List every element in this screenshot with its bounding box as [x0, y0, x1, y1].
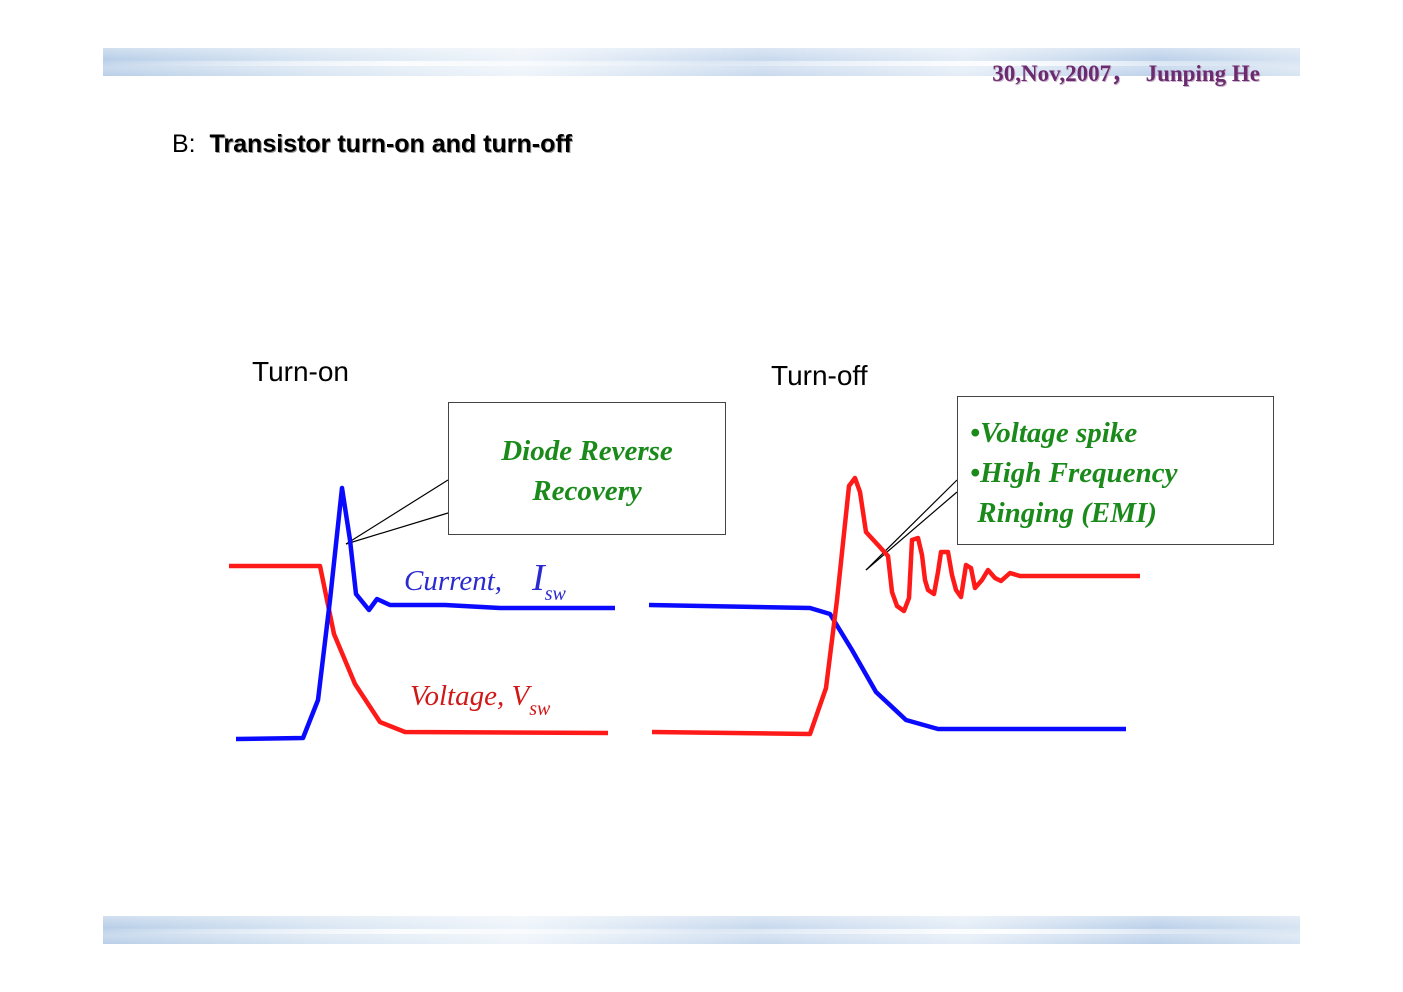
spike-callout-pointer-2: [865, 491, 958, 571]
footer-band: [103, 916, 1300, 944]
slide-title-prefix: B:: [172, 130, 196, 158]
spike-callout-pointer-1: [865, 479, 958, 571]
diode-callout-pointer-2: [345, 512, 449, 545]
current-symbol: I: [532, 557, 545, 599]
spike-callout-line1: •Voltage spike: [970, 417, 1138, 449]
voltage-label: Voltage, Vsw: [410, 680, 550, 721]
voltage-subscript: sw: [529, 698, 551, 720]
header-date: 30,Nov,2007，: [992, 61, 1135, 86]
voltage-label-text: Voltage, V: [410, 680, 530, 712]
turn-off-voltage-curve: [651, 475, 1140, 737]
header-band: [103, 48, 1300, 76]
current-label: Current, Isw: [404, 556, 566, 606]
slide-title: B: Transistor turn-on and turn-off: [172, 130, 572, 159]
current-subscript: sw: [544, 583, 566, 605]
turn-on-voltage-curve: [229, 563, 609, 736]
turn-on-current-curve: [235, 485, 615, 742]
turn-off-label: Turn-off: [771, 360, 868, 391]
voltage-spike-callout: •Voltage spike •High Frequency Ringing (…: [957, 396, 1274, 545]
current-label-text: Current,: [404, 565, 503, 597]
header-author: Junping He: [1145, 61, 1260, 86]
diode-callout-line1: Diode Reverse: [501, 435, 673, 467]
header-date-author: 30,Nov,2007， Junping He: [992, 54, 1260, 88]
diode-callout-pointer-1: [345, 479, 449, 545]
spike-callout-line3: Ringing (EMI): [970, 497, 1157, 529]
spike-callout-line2: •High Frequency: [970, 457, 1178, 489]
turn-off-current-curve: [648, 602, 1126, 732]
diode-recovery-callout: Diode Reverse Recovery: [448, 402, 726, 535]
diode-callout-line2: Recovery: [532, 475, 642, 507]
turn-on-label: Turn-on: [252, 356, 350, 387]
slide-title-text: Transistor turn-on and turn-off: [209, 130, 572, 158]
